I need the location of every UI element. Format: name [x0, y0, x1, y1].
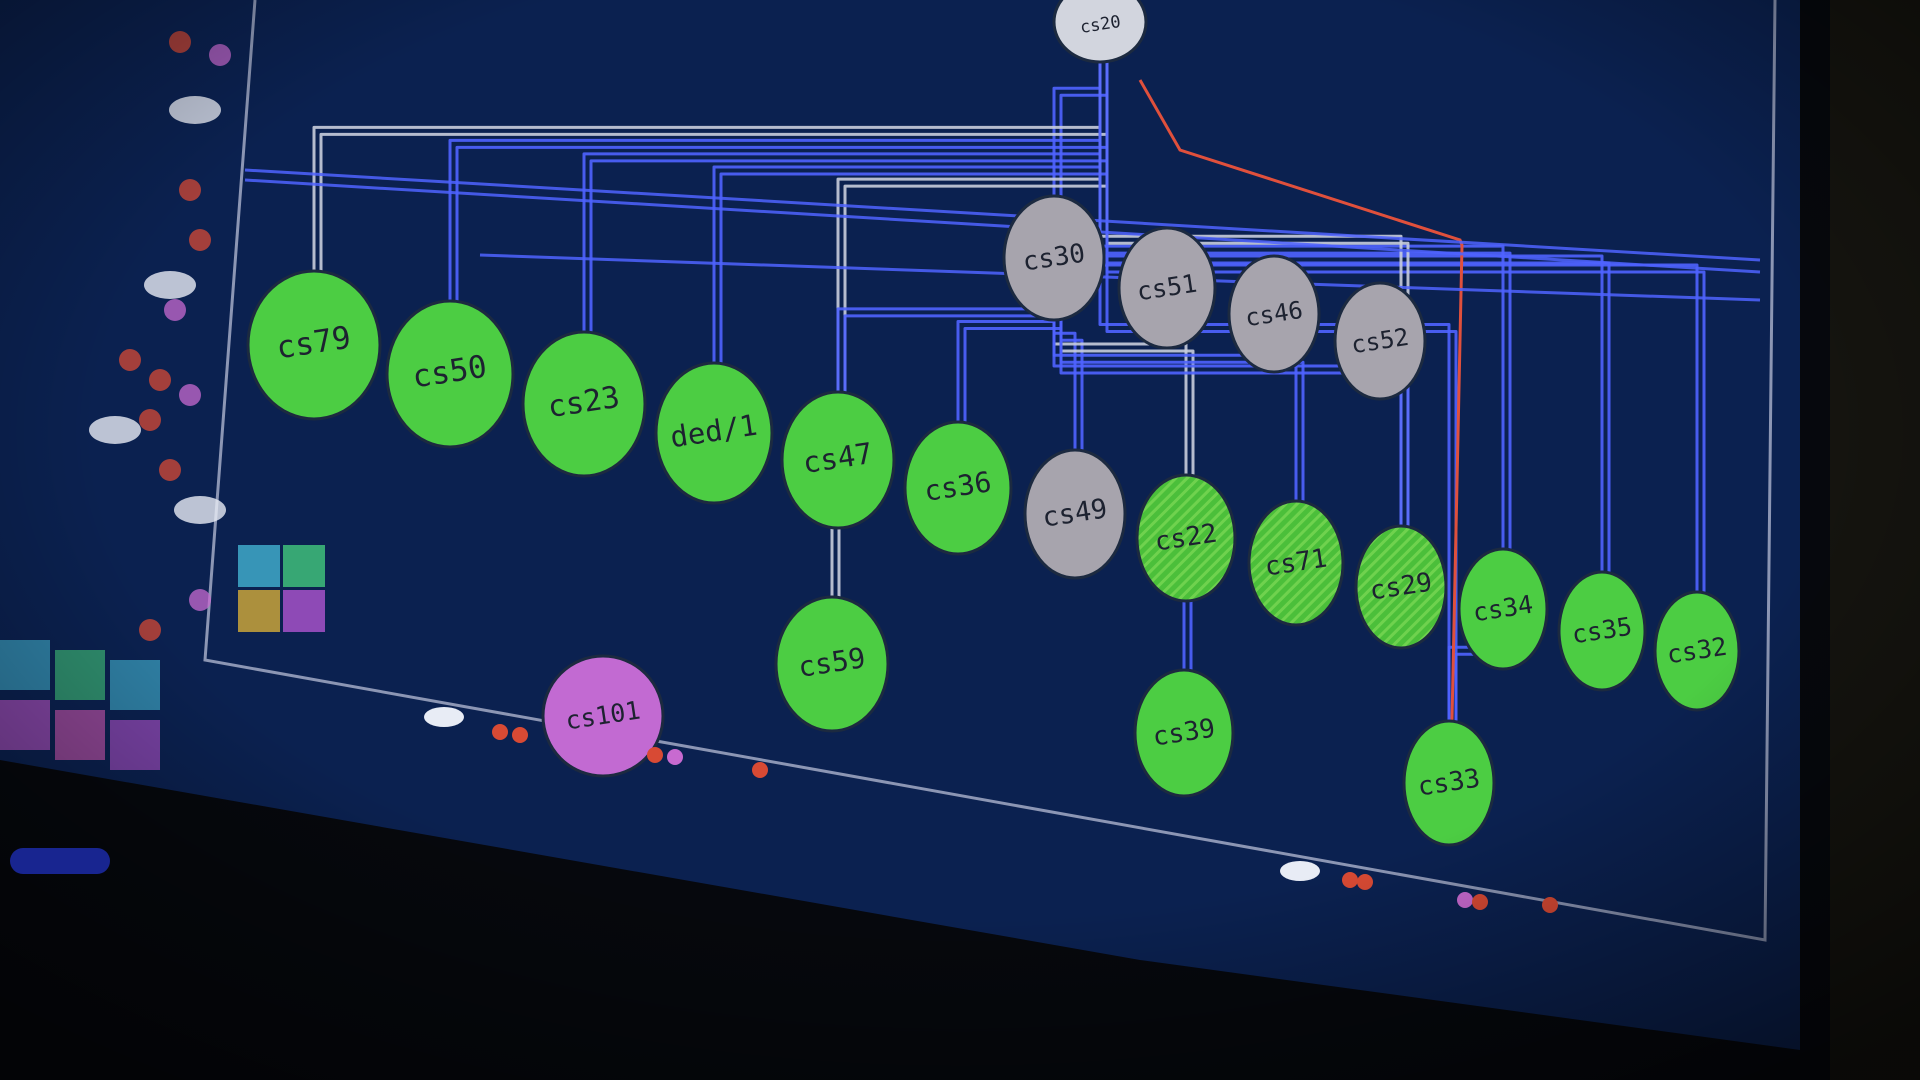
bezel-led-glow	[10, 848, 110, 874]
